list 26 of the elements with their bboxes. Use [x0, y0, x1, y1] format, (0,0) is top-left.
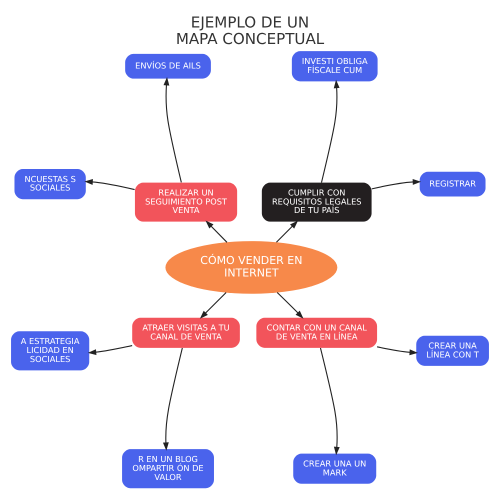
arrow	[88, 344, 132, 355]
node-box: CONTAR CON UN CANAL DE VENTA EN LÍNEA	[256, 317, 378, 348]
arrow	[206, 220, 228, 242]
arrow	[372, 178, 422, 189]
node-box: R EN UN BLOG OMPARTIR ÓN DE VALOR	[122, 448, 214, 488]
node-ellipse: CÓMO VENDER EN INTERNET	[165, 240, 338, 294]
node-box: NCUESTAS S SOCIALES	[14, 168, 86, 199]
node-box: CREAR UNA LÍNEA CON T	[416, 335, 489, 366]
node-box: INVESTI OBLIGA FÍSCALE CUM	[292, 50, 378, 81]
arrow	[164, 76, 182, 182]
node-box: ENVÍOS DE AILS	[125, 53, 211, 78]
node-box: CREAR UNA UN MARK	[293, 453, 376, 484]
arrow	[162, 347, 183, 450]
arrow	[320, 347, 340, 455]
node-box: A ESTRATEGIA LICIDAD EN SOCIALES	[11, 330, 90, 370]
node-box: REALIZAR UN SEGUIMIENTO POST VENTA	[134, 182, 238, 222]
arrow	[200, 292, 227, 318]
arrow	[276, 292, 304, 318]
node-box: REGISTRAR	[420, 171, 486, 196]
diagram-title: EJEMPLO DE UN MAPA CONCEPTUAL	[176, 13, 324, 48]
node-box: CUMPLIR CON REQUISITOS LEGALES DE TU PAÍS	[262, 182, 372, 222]
arrow	[276, 220, 298, 242]
arrow	[320, 79, 340, 182]
node-box: ATRAER VISITAS A TU CANAL DE VENTA	[132, 317, 240, 348]
arrow	[84, 178, 135, 190]
arrow	[376, 346, 418, 355]
